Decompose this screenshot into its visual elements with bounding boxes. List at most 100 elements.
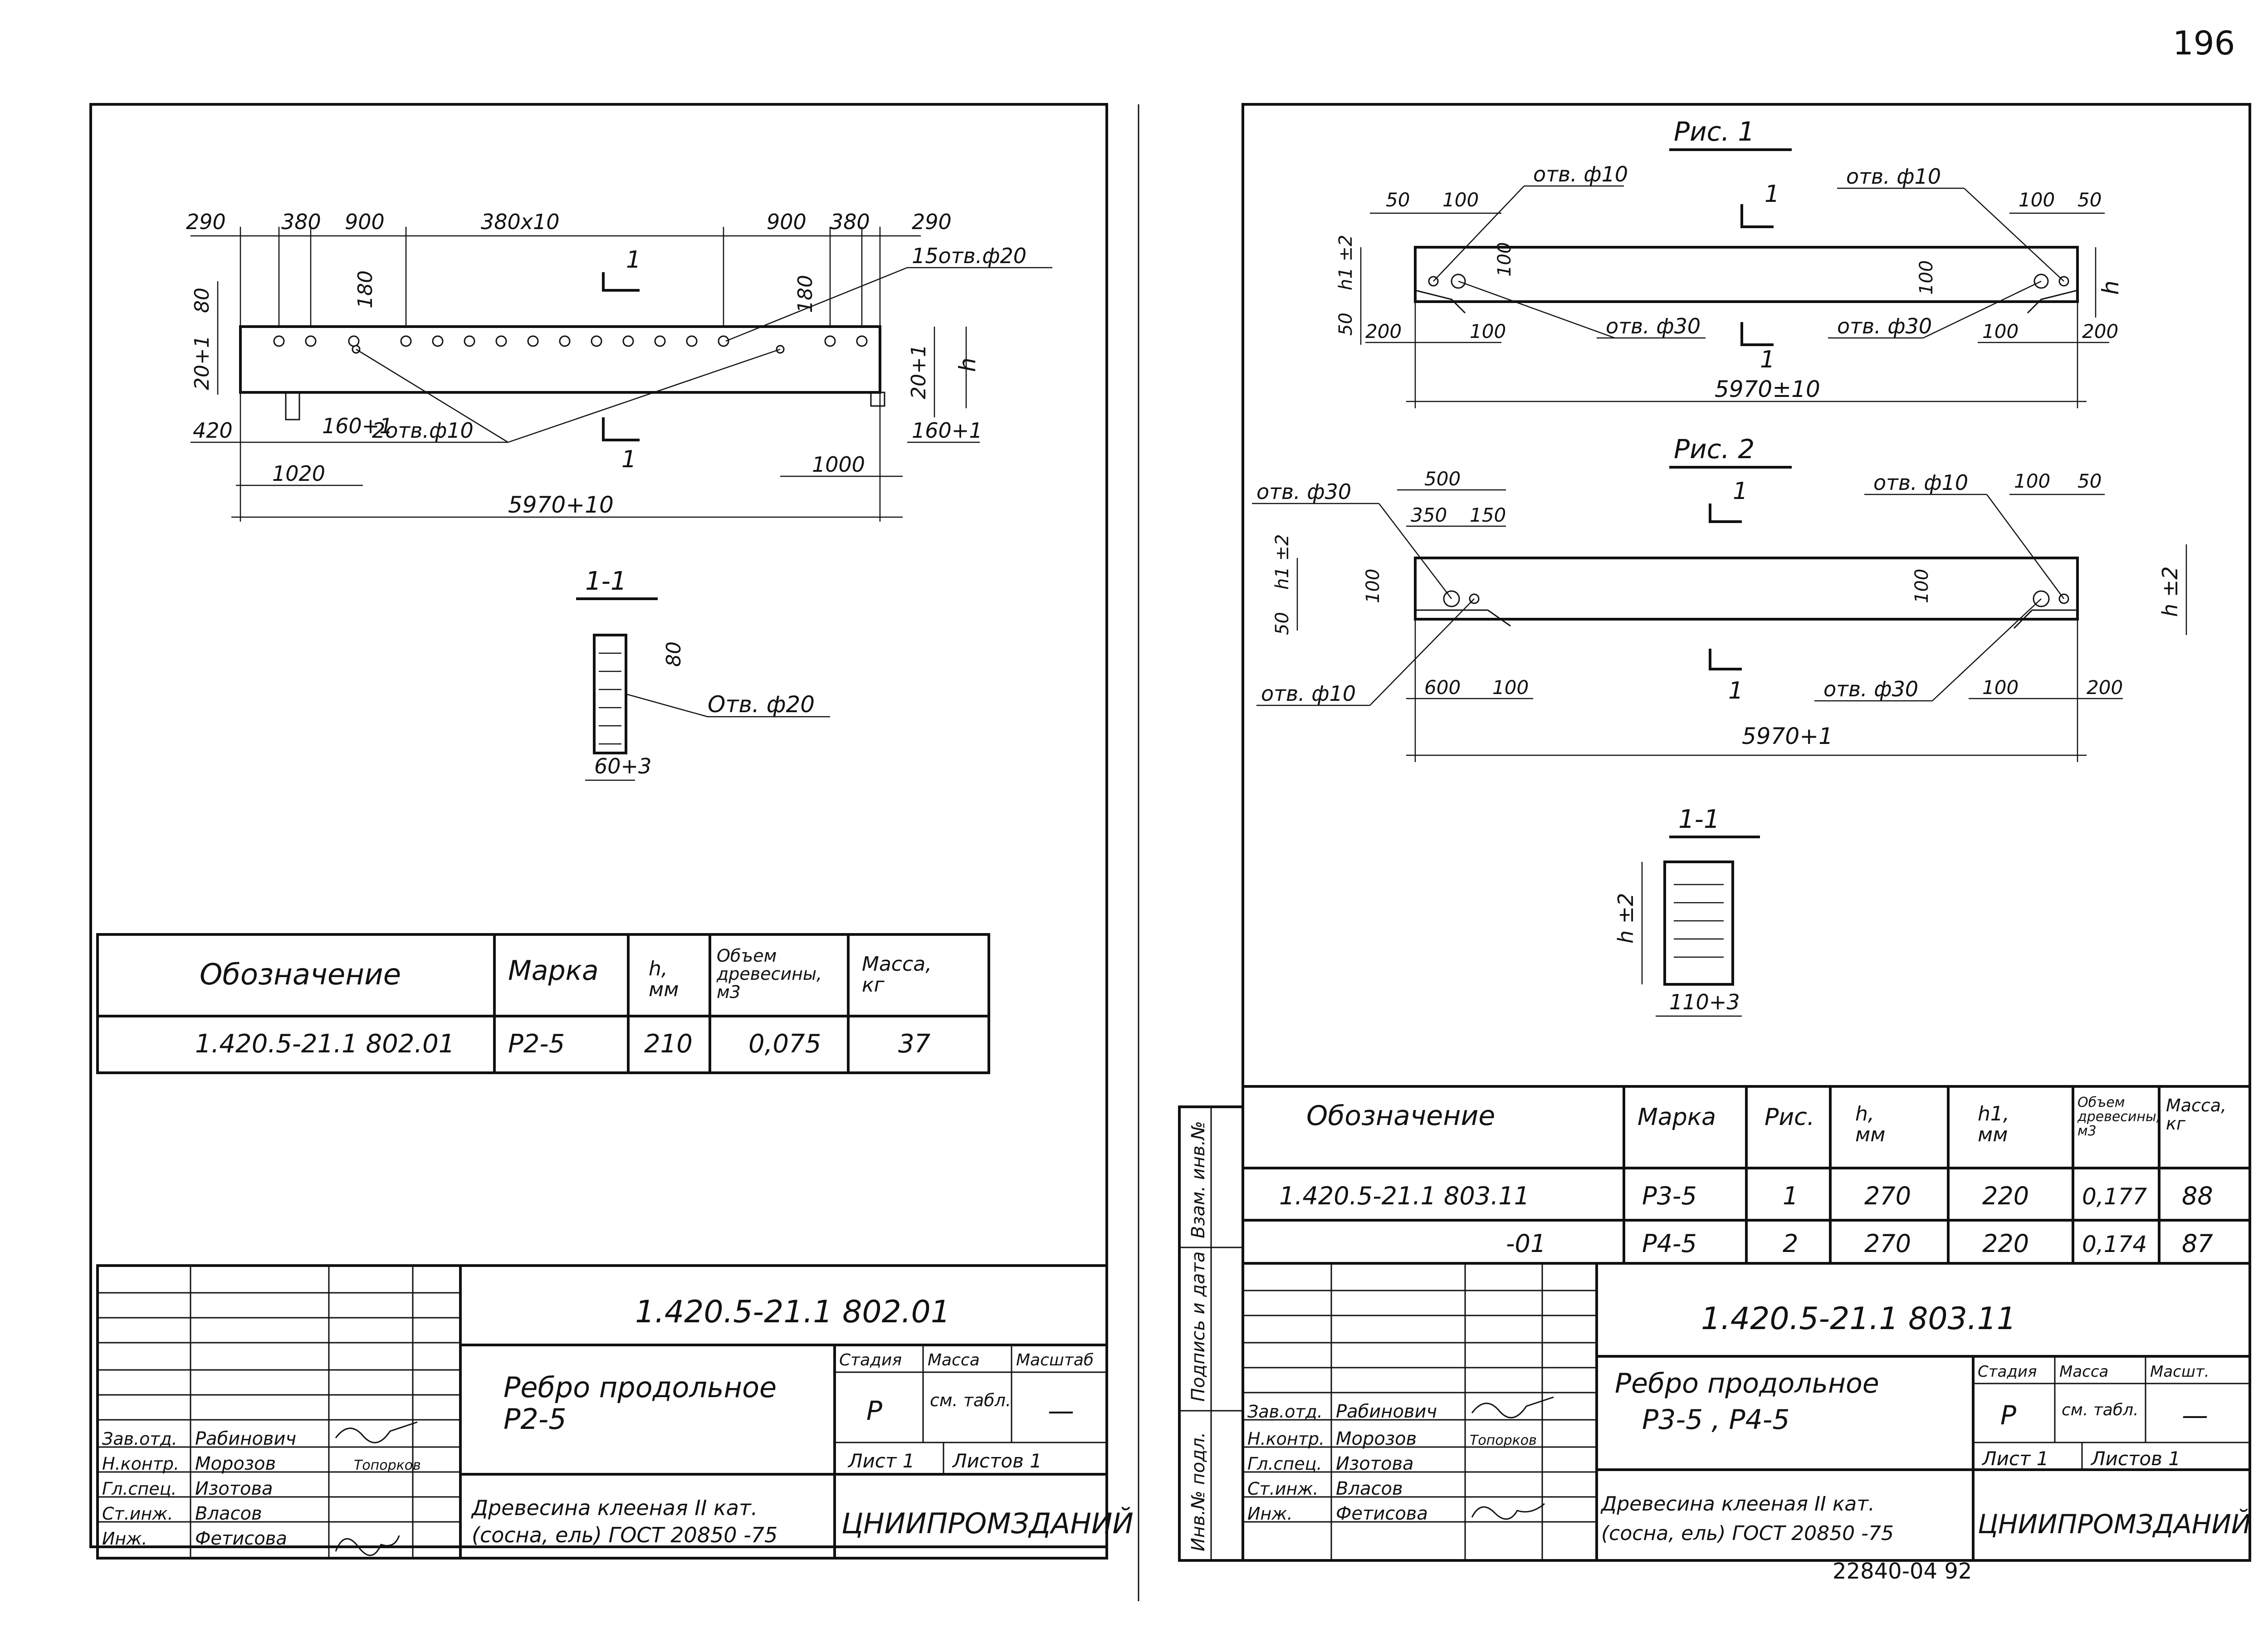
hole-mark bbox=[559, 335, 571, 347]
role-label: Ст.инж. bbox=[102, 1504, 173, 1524]
scale-header: Масшт. bbox=[2150, 1363, 2209, 1381]
dim-label: 160+1 bbox=[912, 418, 982, 443]
table-cell: 270 bbox=[1864, 1182, 1911, 1210]
dim-label: h bbox=[2097, 280, 2124, 295]
holes-callout: 15отв.ф20 bbox=[912, 244, 1026, 268]
left-sheet-frame bbox=[89, 103, 1108, 1548]
right-title-block: 1.420.5-21.1 803.11 Ребро продольное Р3-… bbox=[1242, 1262, 2251, 1562]
role-label: Зав.отд. bbox=[102, 1429, 177, 1449]
scale-header: Масштаб bbox=[1016, 1351, 1094, 1369]
material-spec: Древесина клееная II кат. bbox=[1600, 1492, 1875, 1516]
page-number: 196 bbox=[2173, 24, 2235, 62]
dim-label: 100 bbox=[1982, 676, 2019, 699]
person-name: Изотова bbox=[1336, 1453, 1414, 1474]
dim-label: 80 bbox=[191, 288, 214, 313]
scale-value: — bbox=[1048, 1395, 1074, 1426]
dim-label: 100 bbox=[1442, 189, 1479, 211]
section-mark bbox=[1709, 649, 1742, 670]
leader-line bbox=[1932, 598, 2042, 701]
leader-line bbox=[1458, 280, 1615, 339]
mass-value: см. табл. bbox=[930, 1390, 1011, 1410]
figure-2: Рис. 2 отв. ф30 отв. ф10 отв. ф10 отв. ф… bbox=[1252, 434, 2187, 762]
section-mark bbox=[1740, 322, 1774, 346]
sheet-count: Листов 1 bbox=[952, 1450, 1042, 1472]
dim-label: 50 bbox=[1335, 313, 1356, 336]
dim-label: 420 bbox=[193, 418, 233, 443]
leader-line bbox=[1964, 188, 2064, 282]
dim-label: h1 ±2 bbox=[1335, 235, 1356, 290]
hole-label: отв. ф30 bbox=[1606, 314, 1701, 338]
figure-1: Рис. 1 отв. ф10 отв. ф10 отв. ф30 отв. ф… bbox=[1335, 116, 2124, 408]
table-header: Рис. bbox=[1765, 1104, 1814, 1131]
dim-label: 100 bbox=[1494, 242, 1515, 277]
beam-chamfer bbox=[2013, 609, 2077, 629]
dim-label: 100 bbox=[2014, 470, 2050, 492]
stage-value: Р bbox=[2000, 1400, 2016, 1431]
signature-mark bbox=[1471, 1396, 1554, 1418]
hole-mark bbox=[464, 335, 475, 347]
dim-label: 200 bbox=[1365, 320, 1402, 342]
dim-label: 100 bbox=[2019, 189, 2055, 211]
dim-label: 60+3 bbox=[594, 754, 651, 778]
hole-mark bbox=[273, 335, 285, 347]
section-mark-top bbox=[602, 272, 640, 292]
right-section-view: 1-1 h ±2 110+3 bbox=[1613, 805, 1760, 1017]
dim-label: 200 bbox=[2082, 320, 2118, 342]
role-label: Н.контр. bbox=[102, 1454, 179, 1474]
dim-label: 180 bbox=[354, 270, 377, 308]
left-beam-notch-left bbox=[285, 391, 300, 421]
table-header: Марка bbox=[508, 955, 599, 987]
side-label: Взам. инв.№ bbox=[1188, 1121, 1209, 1238]
role-label: Инж. bbox=[1247, 1504, 1293, 1524]
mass-header: Масса bbox=[928, 1351, 980, 1369]
person-name: Фетисова bbox=[195, 1528, 287, 1549]
hole-label: отв. ф10 bbox=[1873, 470, 1968, 495]
table-cell: 0,177 bbox=[2082, 1183, 2147, 1210]
left-beam-holes bbox=[273, 335, 868, 354]
role-label: Гл.спец. bbox=[1247, 1454, 1322, 1474]
organization: ЦНИИПРОМЗДАНИЙ bbox=[841, 1506, 1134, 1540]
hole-mark bbox=[686, 335, 698, 347]
beam-chamfer bbox=[1415, 289, 1466, 314]
section-mark-label: 1 bbox=[626, 246, 641, 274]
table-header: Марка bbox=[1637, 1104, 1716, 1131]
left-beam-body bbox=[239, 325, 881, 394]
section-title: 1-1 bbox=[1678, 805, 1720, 834]
person-name: Власов bbox=[1336, 1478, 1403, 1499]
drawing-code: 1.420.5-21.1 803.11 bbox=[1701, 1301, 2016, 1337]
hole-label: отв. ф30 bbox=[1256, 479, 1351, 504]
person-name: Изотова bbox=[195, 1478, 273, 1499]
person-name: Рабинович bbox=[195, 1428, 296, 1449]
dim-label: 50 bbox=[1272, 612, 1293, 635]
material-spec: (сосна, ель) ГОСТ 20850 -75 bbox=[472, 1523, 777, 1547]
hole-label: отв. ф30 bbox=[1823, 677, 1918, 701]
table-cell: 220 bbox=[1982, 1182, 2029, 1210]
left-sheet: 290 380 900 380x10 900 380 290 15отв.ф20… bbox=[89, 103, 1134, 1560]
dim-label: 100 bbox=[1470, 320, 1506, 342]
dim-label: 1000 bbox=[812, 452, 865, 477]
section-mark-label: 1 bbox=[1760, 346, 1775, 373]
dim-label: h bbox=[954, 357, 981, 372]
dim-label: 200 bbox=[2087, 676, 2123, 699]
material-spec: Древесина клееная II кат. bbox=[471, 1496, 758, 1520]
dim-label: 290 bbox=[912, 210, 952, 234]
beam-chamfer bbox=[1415, 609, 1511, 627]
side-label: Инв.№ подл. bbox=[1188, 1432, 1209, 1551]
sheet-number: Лист 1 bbox=[1981, 1447, 2049, 1470]
overall-length: 5970+1 bbox=[1742, 723, 1833, 749]
drawing-name: Ребро продольное bbox=[1615, 1368, 1879, 1399]
table-cell: Р3-5 bbox=[1642, 1182, 1697, 1210]
stage-header: Стадия bbox=[1978, 1363, 2037, 1381]
hole-mark bbox=[400, 335, 412, 347]
dim-label: 100 bbox=[1982, 320, 2019, 342]
table-cell: 0,075 bbox=[748, 1029, 821, 1059]
dim-label: 290 bbox=[186, 210, 226, 234]
table-cell: 270 bbox=[1864, 1229, 1911, 1258]
section-mark bbox=[1709, 504, 1742, 523]
dim-label: h ±2 bbox=[2158, 566, 2182, 617]
figure-title: Рис. 1 bbox=[1674, 116, 1755, 147]
drawing-name: Ребро продольное bbox=[503, 1371, 777, 1404]
section-mark bbox=[1740, 204, 1774, 228]
leader-line bbox=[356, 348, 508, 443]
